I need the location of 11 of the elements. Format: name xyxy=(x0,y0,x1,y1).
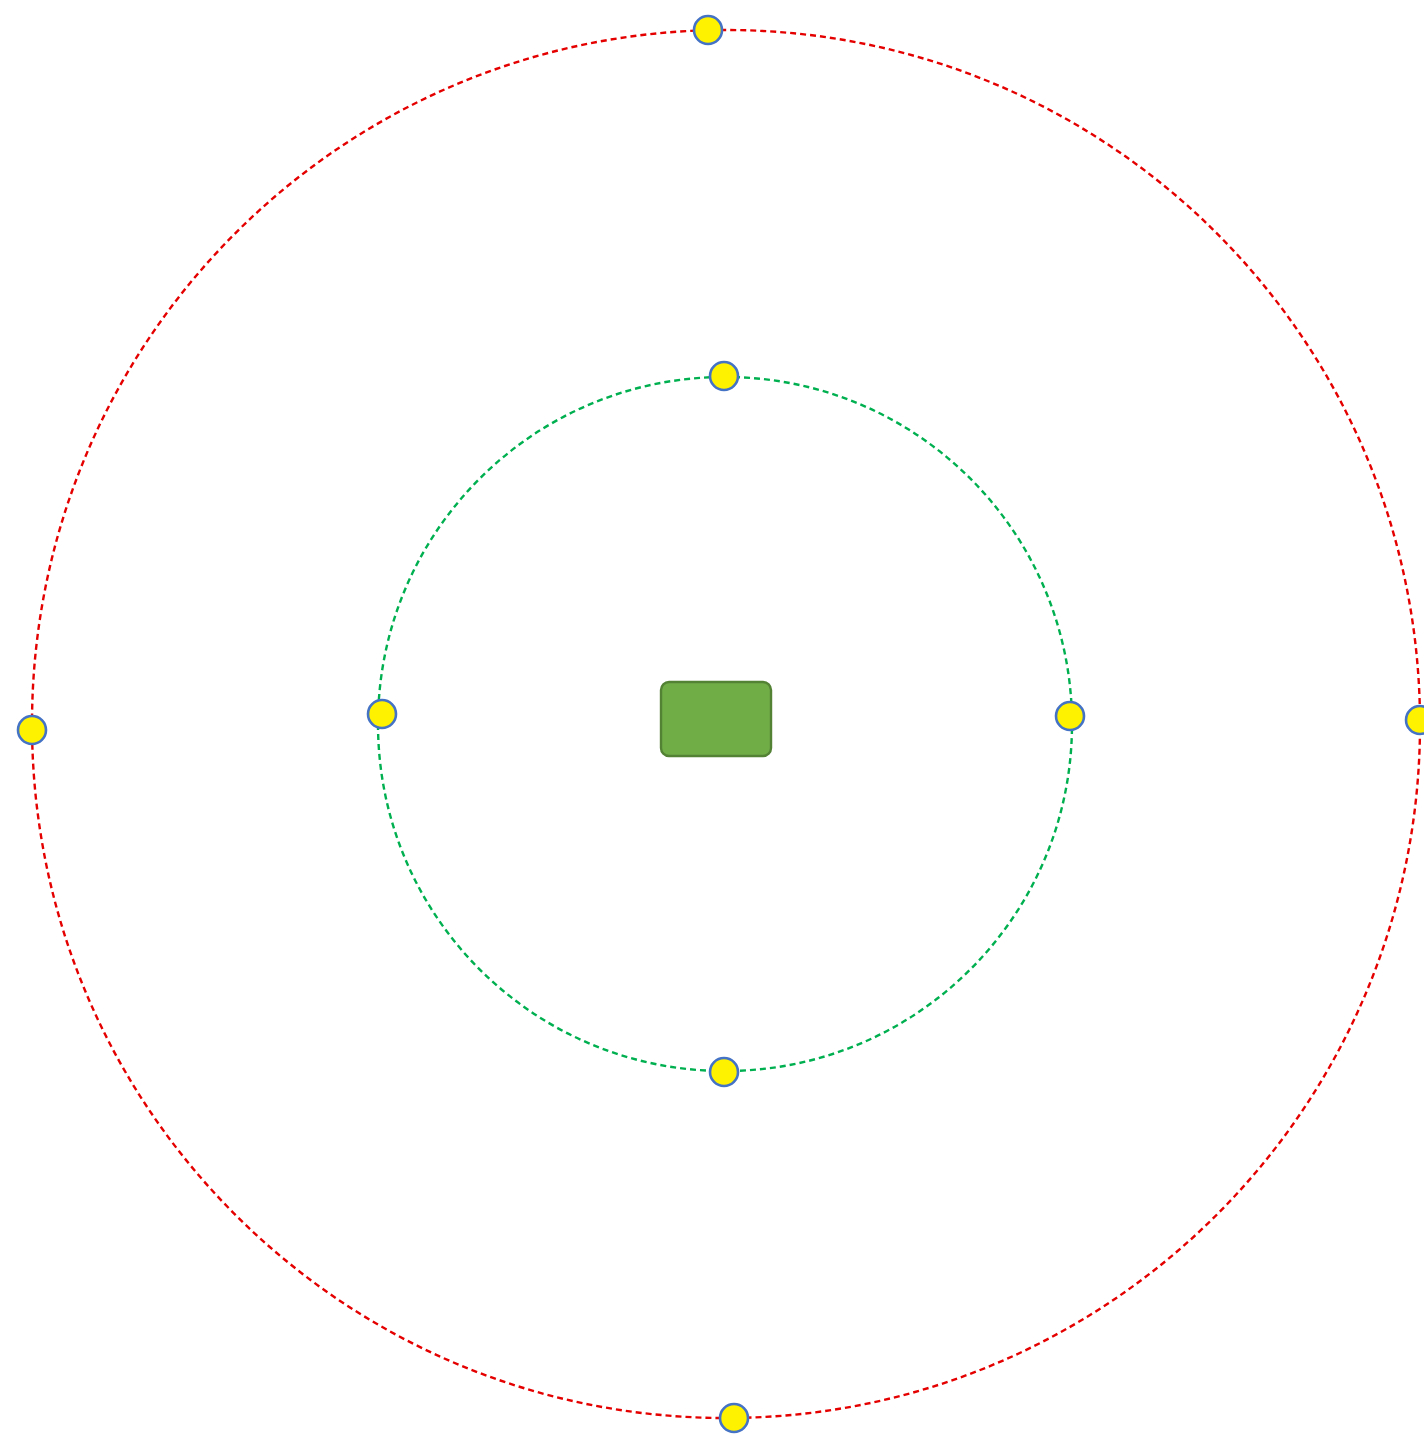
dot xyxy=(692,14,724,46)
dot xyxy=(1054,700,1086,732)
rounded-rectangle xyxy=(659,680,773,758)
dashed-ring xyxy=(376,375,1074,1073)
dot xyxy=(16,714,48,746)
dashed-ring xyxy=(30,28,1422,1420)
dot xyxy=(1404,704,1424,736)
dot xyxy=(708,1056,740,1088)
dot xyxy=(718,1402,750,1434)
dot xyxy=(366,698,398,730)
dot xyxy=(708,360,740,392)
